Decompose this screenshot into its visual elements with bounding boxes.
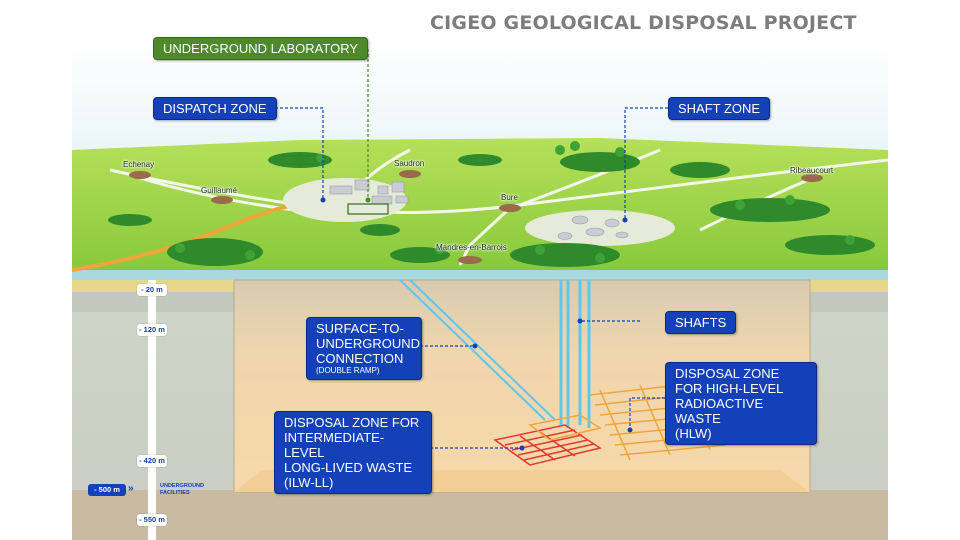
hlw-line1: DISPOSAL ZONE (675, 366, 780, 381)
ilw-line1: DISPOSAL ZONE FOR (284, 415, 420, 430)
surface-connection-line3: CONNECTION (316, 351, 404, 366)
town-mandres: Mandres-en-Barrois (436, 243, 507, 252)
surface-connection-sub: (DOUBLE RAMP) (316, 366, 380, 375)
depth-120: - 120 m (137, 324, 167, 336)
facilities-line1: UNDERGROUND (160, 483, 204, 489)
depth-550: - 550 m (137, 514, 167, 526)
facilities-line2: FACILITIES (160, 490, 190, 496)
town-saudron: Saudron (394, 159, 425, 168)
shaft-site-pad (525, 210, 675, 246)
hlw-zone-label: DISPOSAL ZONE FOR HIGH-LEVEL RADIOACTIVE… (665, 362, 817, 445)
depth-pole (148, 280, 156, 540)
ilw-line3: LONG-LIVED WASTE (284, 460, 413, 475)
host-rock-layer (72, 490, 888, 540)
shafts-label: SHAFTS (665, 311, 737, 334)
surface-edge (72, 270, 888, 280)
underground-laboratory-text: UNDERGROUND LABORATORY (163, 41, 359, 56)
shafts (559, 280, 591, 428)
depth-500-marker: - 500 m (88, 484, 126, 496)
green-leader-dot (365, 197, 371, 203)
surface-connection-line1: SURFACE-TO- (316, 321, 404, 336)
shaft-zone-text: SHAFT ZONE (678, 101, 761, 116)
dispatch-site-pad (283, 178, 407, 222)
railway (71, 203, 301, 272)
depth-420: - 420 m (137, 455, 167, 467)
town-markers (129, 170, 823, 264)
underground-laboratory-label: UNDERGROUND LABORATORY (153, 37, 369, 60)
hlw-line3: RADIOACTIVE WASTE (675, 396, 764, 426)
town-ribeaucourt: Ribeaucourt (790, 166, 834, 175)
tree-clusters (175, 141, 855, 263)
shafts-text: SHAFTS (675, 315, 727, 330)
buildings (329, 179, 629, 240)
dispatch-zone-label: DISPATCH ZONE (153, 97, 277, 120)
dispatch-zone-text: DISPATCH ZONE (163, 101, 267, 116)
diagram-title: CIGEO GEOLOGICAL DISPOSAL PROJECT (430, 12, 857, 34)
town-guillaume: Guillaumé (201, 186, 238, 195)
ilw-zone-label: DISPOSAL ZONE FOR INTERMEDIATE-LEVEL LON… (274, 411, 432, 494)
blue-leaders (275, 107, 668, 449)
double-ramp (399, 279, 556, 421)
town-bure: Bure (501, 193, 518, 202)
central-connection (528, 414, 602, 441)
chevron-right-icon: » (128, 483, 134, 494)
ilw-line4: (ILW-LL) (284, 475, 334, 490)
surface-connection-label: SURFACE-TO- UNDERGROUND CONNECTION (DOUB… (306, 317, 422, 380)
leader-dots (320, 197, 633, 451)
depth-20: - 20 m (137, 284, 167, 296)
shaft-zone-label: SHAFT ZONE (668, 97, 771, 120)
town-echenay: Echenay (123, 160, 155, 169)
underground-facilities-label: UNDERGROUND FACILITIES (160, 483, 220, 497)
laboratory-outline (347, 203, 389, 215)
hlw-line2: FOR HIGH-LEVEL (675, 381, 784, 396)
surface-connection-line2: UNDERGROUND (316, 336, 420, 351)
ilw-line2: INTERMEDIATE-LEVEL (284, 430, 385, 460)
hlw-line4: (HLW) (675, 426, 712, 441)
